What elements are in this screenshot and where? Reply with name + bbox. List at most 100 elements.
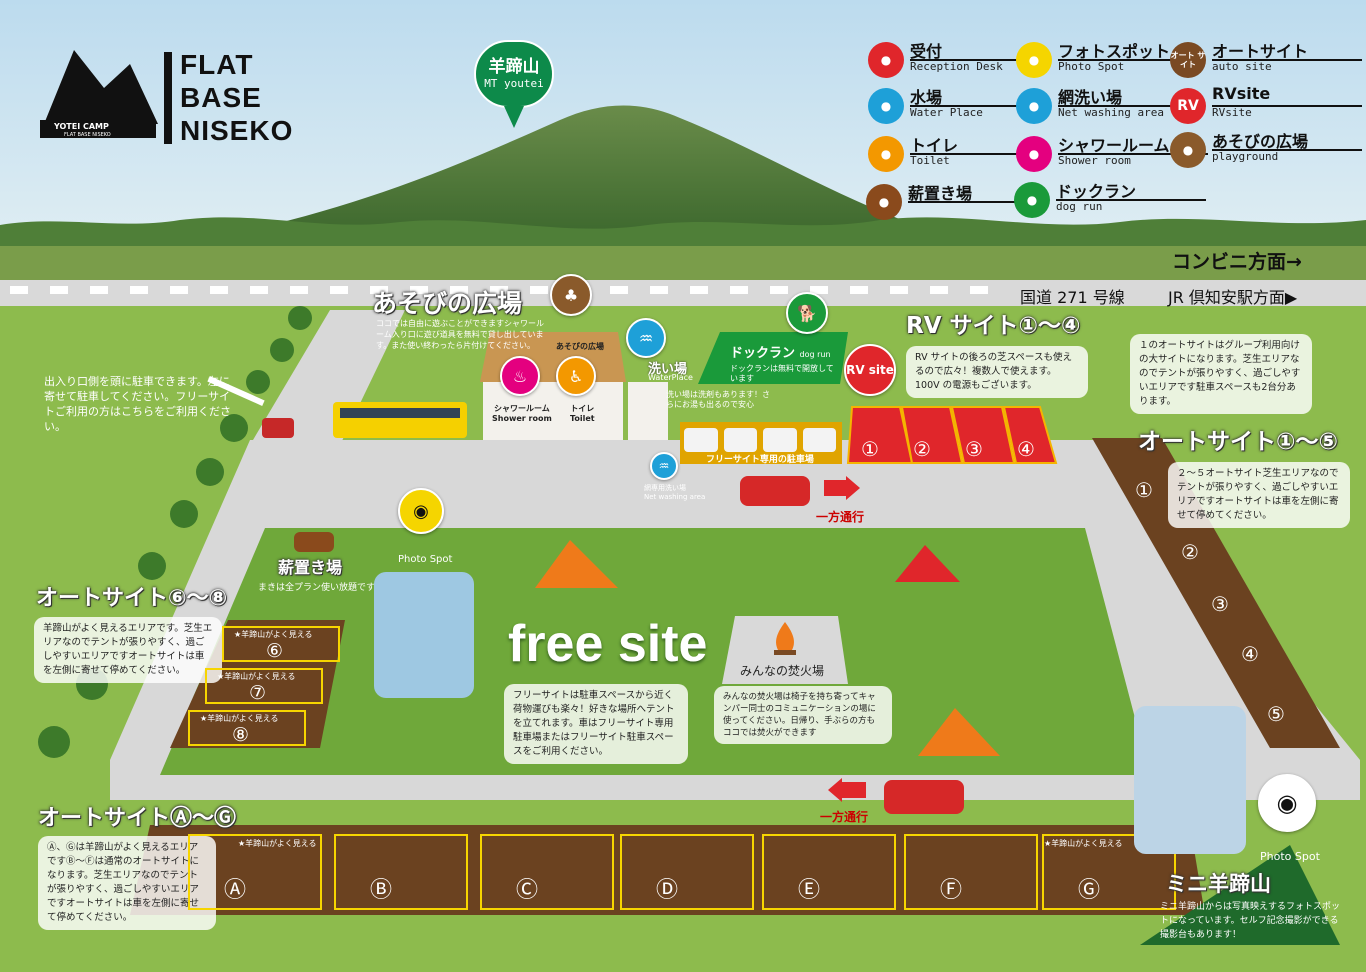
dog-icon: 🐕 xyxy=(786,292,828,334)
legend-underline xyxy=(908,201,1038,203)
mini-yotei-title: ミニ羊蹄山 xyxy=(1166,872,1271,896)
legend-underline xyxy=(1058,153,1208,155)
auto-plot: Ⓔ xyxy=(762,834,896,910)
parked-red-car xyxy=(262,418,294,438)
auto-plot: Ⓕ xyxy=(904,834,1038,910)
oneway-label-bottom: 一方通行 xyxy=(820,810,869,824)
auto-a-g-title: オートサイトⒶ〜Ⓖ xyxy=(38,806,237,831)
auto-plot-letter: Ⓑ xyxy=(370,878,393,903)
auto-plot: Ⓑ xyxy=(334,834,468,910)
route-271-label: 国道 271 号線 xyxy=(1020,288,1125,307)
legend-label: RVsite xyxy=(1212,84,1271,103)
auto-site-number: ① xyxy=(1135,478,1153,502)
rv-site-number: ② xyxy=(913,437,931,461)
legend-label: シャワールーム xyxy=(1058,136,1170,155)
firewood-icon: ● xyxy=(866,184,902,220)
auto-plot-number: ⑧ xyxy=(232,724,250,746)
rv-site-note: RV サイトの後ろの芝スペースも使えるので広々！複数人で使えます。100V の電… xyxy=(906,346,1088,398)
water-place-en: WaterPlace xyxy=(648,373,693,382)
auto-site-number: ④ xyxy=(1241,642,1259,666)
playground-roof-label: あそびの広場 xyxy=(556,342,604,351)
brand-divider xyxy=(164,52,172,144)
camera-icon: ◉ xyxy=(1258,774,1316,832)
legend-sublabel: dog run xyxy=(1056,200,1103,213)
auto-g-view-label: ★羊蹄山がよく見える xyxy=(1044,839,1123,848)
brand-name: FLAT BASE NISEKO xyxy=(180,49,294,146)
camera-icon: ◉ xyxy=(398,488,444,534)
bonfire-title: みんなの焚火場 xyxy=(740,664,825,678)
legend-label: 網洗い場 xyxy=(1058,88,1123,107)
legend-item-9: ● 薪置き場 xyxy=(866,184,1040,224)
water-place-title: 洗い場 xyxy=(648,362,688,377)
auto-site-number: ② xyxy=(1181,540,1199,564)
auto-plot-view-label: ★羊蹄山がよく見える xyxy=(200,714,279,723)
legend-sublabel: Toilet xyxy=(910,154,950,167)
legend-underline xyxy=(910,105,1040,107)
legend-underline xyxy=(1058,105,1198,107)
auto-plot-letter: Ⓓ xyxy=(656,878,679,903)
toilet-icon: ♿ xyxy=(556,356,596,396)
rv-site-number: ③ xyxy=(965,437,983,461)
photo-spot-image xyxy=(374,572,474,698)
playground-icon: ♣ xyxy=(550,274,592,316)
firewood-note: まきは全プラン使い放題です xyxy=(258,583,376,593)
auto-plot-letter: Ⓐ xyxy=(224,878,247,903)
mini-yotei-hill xyxy=(1140,845,1340,945)
oneway-car-bottom xyxy=(884,780,964,814)
legend-label: 薪置き場 xyxy=(908,184,973,203)
auto-1-5-note-top: １のオートサイトはグループ利用向けの大サイトになります。芝生エリアなのでテントが… xyxy=(1130,334,1312,414)
auto-site-icon: オート サイト xyxy=(1170,42,1206,78)
legend-label: トイレ xyxy=(910,136,959,155)
firewood-pile-icon xyxy=(294,532,334,552)
legend-underline xyxy=(1212,105,1362,107)
legend-sublabel: Shower room xyxy=(1058,154,1131,167)
auto-plot-letter: Ⓒ xyxy=(516,878,539,903)
legend-underline xyxy=(1212,149,1362,151)
toilet-icon: ● xyxy=(868,136,904,172)
playground-note: ココでは自由に遊ぶことができますシャワールーム入り口に遊び道具を無料で貸し出して… xyxy=(376,319,544,350)
auto-6-8-note: 羊蹄山がよく見えるエリアです。芝生エリアなのでテントが張りやすく、過ごしやすいエ… xyxy=(34,617,222,683)
mini-yotei-photo xyxy=(1134,706,1246,854)
faucet-icon: ♒ xyxy=(626,318,666,358)
auto-plot: Ⓒ xyxy=(480,834,614,910)
legend-sublabel: Water Place xyxy=(910,106,983,119)
water-place-note: 洗い場は洗剤もあります！さらにお湯も出るので安心 xyxy=(666,390,770,409)
legend-sublabel: auto site xyxy=(1212,60,1272,73)
legend-label: ドックラン xyxy=(1056,182,1137,201)
photo-spot-label: Photo Spot xyxy=(398,554,453,565)
legend-underline xyxy=(1212,59,1362,61)
legend-sublabel: playground xyxy=(1212,150,1279,163)
rv-icon: RV xyxy=(1170,88,1206,124)
oneway-car-top xyxy=(740,476,810,506)
rv-site-number: ① xyxy=(861,437,879,461)
rv-site-pin: RV site xyxy=(844,344,896,396)
oneway-arrow-bottom xyxy=(842,782,866,798)
jr-station-direction: JR 倶知安駅方面▶ xyxy=(1168,288,1298,307)
legend-underline xyxy=(1056,199,1206,201)
auto-a-view-label: ★羊蹄山がよく見える xyxy=(238,839,317,848)
legend-sublabel: RVsite xyxy=(1212,106,1252,119)
legend-label: オートサイト xyxy=(1212,42,1309,61)
faucet-icon: ● xyxy=(868,88,904,124)
auto-plot: Ⓓ xyxy=(620,834,754,910)
firewood-title: 薪置き場 xyxy=(278,558,343,577)
convenience-store-direction: コンビニ方面→ xyxy=(1172,251,1302,273)
auto-a-g-note: Ⓐ、Ⓖは羊蹄山がよく見えるエリアですⒷ〜Ⓕは通常のオートサイトになります。芝生エ… xyxy=(38,836,216,930)
mt-yotei-pin-tail xyxy=(504,106,524,128)
legend-underline xyxy=(910,59,1040,61)
net-wash-label: 網専用洗い場 Net washing area xyxy=(644,484,706,501)
national-route-271 xyxy=(0,280,1366,306)
rv-site-title: RV サイト①〜④ xyxy=(906,313,1081,339)
entrance-parking-note: 出入り口側を頭に駐車できます。左に寄せて駐車してください。フリーサイトご利用の方… xyxy=(44,375,231,433)
legend-underline xyxy=(1058,59,1198,61)
legend-sublabel: Photo Spot xyxy=(1058,60,1125,73)
auto-plot-view-label: ★羊蹄山がよく見える xyxy=(234,630,313,639)
